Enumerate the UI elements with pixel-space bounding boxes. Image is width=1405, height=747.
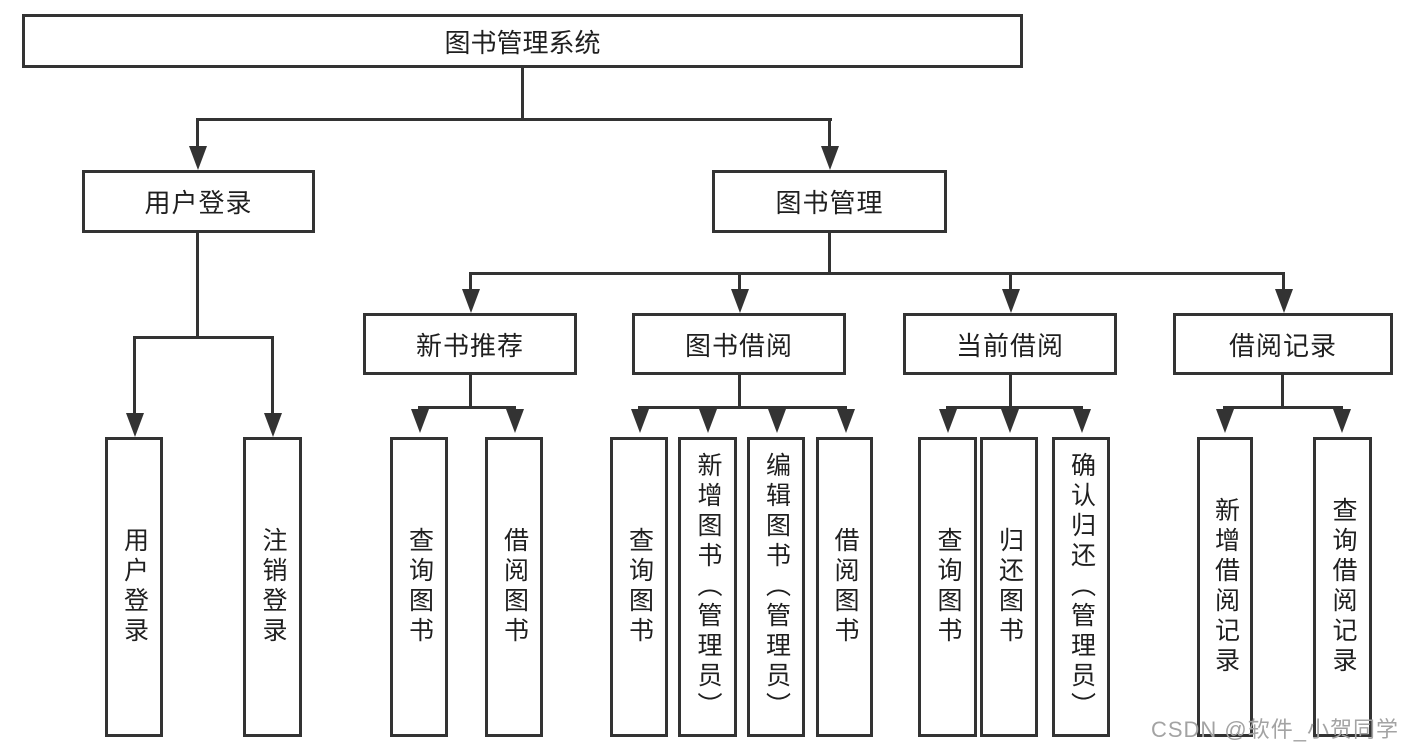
connector-line — [133, 336, 274, 339]
arrowhead-icon — [699, 409, 717, 433]
node-label: 图书管理 — [775, 188, 884, 218]
connector-line — [521, 68, 524, 121]
leaf-label: 查询借阅记录 — [1329, 497, 1357, 677]
connector-line — [738, 272, 741, 292]
csdn-watermark: CSDN @软件_小贺同学 — [1150, 717, 1399, 742]
leaf-label: 借阅图书 — [831, 527, 859, 647]
arrowhead-icon — [189, 146, 207, 170]
node-book-borrow: 图书借阅 — [632, 313, 846, 375]
connector-line — [828, 118, 831, 150]
arrowhead-icon — [837, 409, 855, 433]
node-borrow-record: 借阅记录 — [1173, 313, 1393, 375]
node-user-login: 用户登录 — [82, 170, 315, 233]
leaf-label: 新增借阅记录 — [1211, 497, 1240, 677]
arrowhead-icon — [768, 409, 786, 433]
leaf-label: 新增图书（管理员） — [694, 452, 722, 722]
node-new-book-recommend: 新书推荐 — [363, 313, 577, 375]
leaf-label: 用户登录 — [120, 527, 149, 647]
connector-line — [638, 406, 847, 409]
arrowhead-icon — [939, 409, 957, 433]
connector-line — [196, 118, 832, 121]
leaf-add-borrow-record: 新增借阅记录 — [1197, 437, 1253, 737]
connector-line — [946, 406, 1083, 409]
leaf-label: 借阅图书 — [500, 527, 529, 647]
connector-line — [1282, 272, 1285, 292]
arrowhead-icon — [1002, 289, 1020, 313]
leaf-label: 编辑图书（管理员） — [762, 452, 791, 722]
leaf-label: 注销登录 — [259, 527, 287, 647]
arrowhead-icon — [1001, 409, 1019, 433]
node-label: 当前借阅 — [955, 330, 1064, 361]
leaf-label: 查询图书 — [405, 527, 434, 647]
arrowhead-icon — [264, 413, 282, 437]
leaf-label: 确认归还（管理员） — [1067, 452, 1096, 722]
connector-line — [1009, 375, 1012, 409]
arrowhead-icon — [731, 289, 749, 313]
connector-line — [469, 272, 1284, 275]
connector-line — [133, 336, 136, 416]
connector-line — [1223, 406, 1343, 409]
connector-line — [828, 233, 831, 275]
arrowhead-icon — [1275, 289, 1293, 313]
leaf-user-login: 用户登录 — [105, 437, 163, 737]
arrowhead-icon — [126, 413, 144, 437]
node-current-borrow: 当前借阅 — [903, 313, 1117, 375]
connector-line — [1281, 375, 1284, 409]
leaf-query-book-3: 查询图书 — [918, 437, 977, 737]
connector-line — [469, 272, 472, 292]
connector-line — [469, 375, 472, 409]
node-library-system: 图书管理系统 — [22, 14, 1023, 68]
leaf-borrow-book-2: 借阅图书 — [816, 437, 873, 737]
node-book-management: 图书管理 — [712, 170, 947, 233]
node-label: 借阅记录 — [1228, 330, 1337, 361]
node-label: 图书借阅 — [684, 330, 793, 361]
leaf-query-book-2: 查询图书 — [610, 437, 668, 737]
connector-line — [418, 406, 516, 409]
node-label: 图书管理系统 — [444, 27, 601, 58]
leaf-borrow-book-1: 借阅图书 — [485, 437, 543, 737]
connector-line — [196, 233, 199, 339]
leaf-query-book-1: 查询图书 — [390, 437, 448, 737]
leaf-confirm-return-admin: 确认归还（管理员） — [1052, 437, 1110, 737]
arrowhead-icon — [411, 409, 429, 433]
connector-line — [271, 336, 274, 416]
leaf-logout: 注销登录 — [243, 437, 302, 737]
arrowhead-icon — [506, 409, 524, 433]
leaf-label: 查询图书 — [625, 527, 654, 647]
arrowhead-icon — [462, 289, 480, 313]
leaf-query-borrow-record: 查询借阅记录 — [1313, 437, 1372, 737]
node-label: 新书推荐 — [415, 330, 524, 361]
arrowhead-icon — [631, 409, 649, 433]
arrowhead-icon — [1073, 409, 1091, 433]
connector-line — [1009, 272, 1012, 292]
node-label: 用户登录 — [144, 188, 253, 218]
leaf-label: 查询图书 — [934, 527, 962, 647]
leaf-edit-book-admin: 编辑图书（管理员） — [747, 437, 805, 737]
arrowhead-icon — [821, 146, 839, 170]
arrowhead-icon — [1216, 409, 1234, 433]
leaf-add-book-admin: 新增图书（管理员） — [678, 437, 737, 737]
connector-line — [196, 118, 199, 150]
connector-line — [738, 375, 741, 409]
leaf-label: 归还图书 — [995, 527, 1024, 647]
leaf-return-book: 归还图书 — [980, 437, 1038, 737]
arrowhead-icon — [1333, 409, 1351, 433]
